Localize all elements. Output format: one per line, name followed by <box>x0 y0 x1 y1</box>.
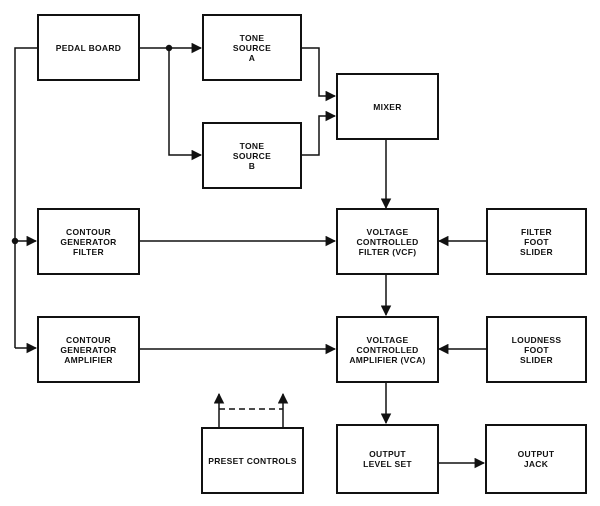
vca-block: VOLTAGE CONTROLLED AMPLIFIER (VCA) <box>336 316 439 383</box>
vca-label: VOLTAGE CONTROLLED AMPLIFIER (VCA) <box>349 334 426 365</box>
arrow-tone-a-to-mixer <box>302 47 337 102</box>
tone-source-b-label: TONE SOURCE B <box>232 140 272 171</box>
arrow-tone-b-to-mixer <box>302 110 337 156</box>
loudness-foot-slider-block: LOUDNESS FOOT SLIDER <box>486 316 587 383</box>
vcf-block: VOLTAGE CONTROLLED FILTER (VCF) <box>336 208 439 275</box>
preset-controls-block: PRESET CONTROLS <box>201 427 304 494</box>
tone-source-a-label: TONE SOURCE A <box>232 32 272 63</box>
tone-source-a-block: TONE SOURCE A <box>202 14 302 81</box>
output-jack-block: OUTPUT JACK <box>485 424 587 494</box>
output-level-set-block: OUTPUT LEVEL SET <box>336 424 439 494</box>
mixer-label: MIXER <box>373 101 402 112</box>
contour-generator-filter-block: CONTOUR GENERATOR FILTER <box>37 208 140 275</box>
output-jack-label: OUTPUT JACK <box>517 449 555 469</box>
loudness-foot-slider-label: LOUDNESS FOOT SLIDER <box>511 334 562 365</box>
contour-generator-filter-label: CONTOUR GENERATOR FILTER <box>60 226 117 257</box>
contour-generator-amplifier-block: CONTOUR GENERATOR AMPLIFIER <box>37 316 140 383</box>
filter-foot-slider-label: FILTER FOOT SLIDER <box>520 226 553 257</box>
arrow-pedal-to-tone-b <box>168 48 203 161</box>
pedal-board-label: PEDAL BOARD <box>55 42 122 53</box>
preset-controls-label: PRESET CONTROLS <box>208 455 297 466</box>
output-level-set-label: OUTPUT LEVEL SET <box>363 449 412 469</box>
vcf-label: VOLTAGE CONTROLLED FILTER (VCF) <box>356 226 419 257</box>
tone-source-b-block: TONE SOURCE B <box>202 122 302 189</box>
pedal-board-block: PEDAL BOARD <box>37 14 140 81</box>
left-bus-line <box>14 47 37 348</box>
contour-generator-amplifier-label: CONTOUR GENERATOR AMPLIFIER <box>60 334 117 365</box>
mixer-block: MIXER <box>336 73 439 140</box>
filter-foot-slider-block: FILTER FOOT SLIDER <box>486 208 587 275</box>
